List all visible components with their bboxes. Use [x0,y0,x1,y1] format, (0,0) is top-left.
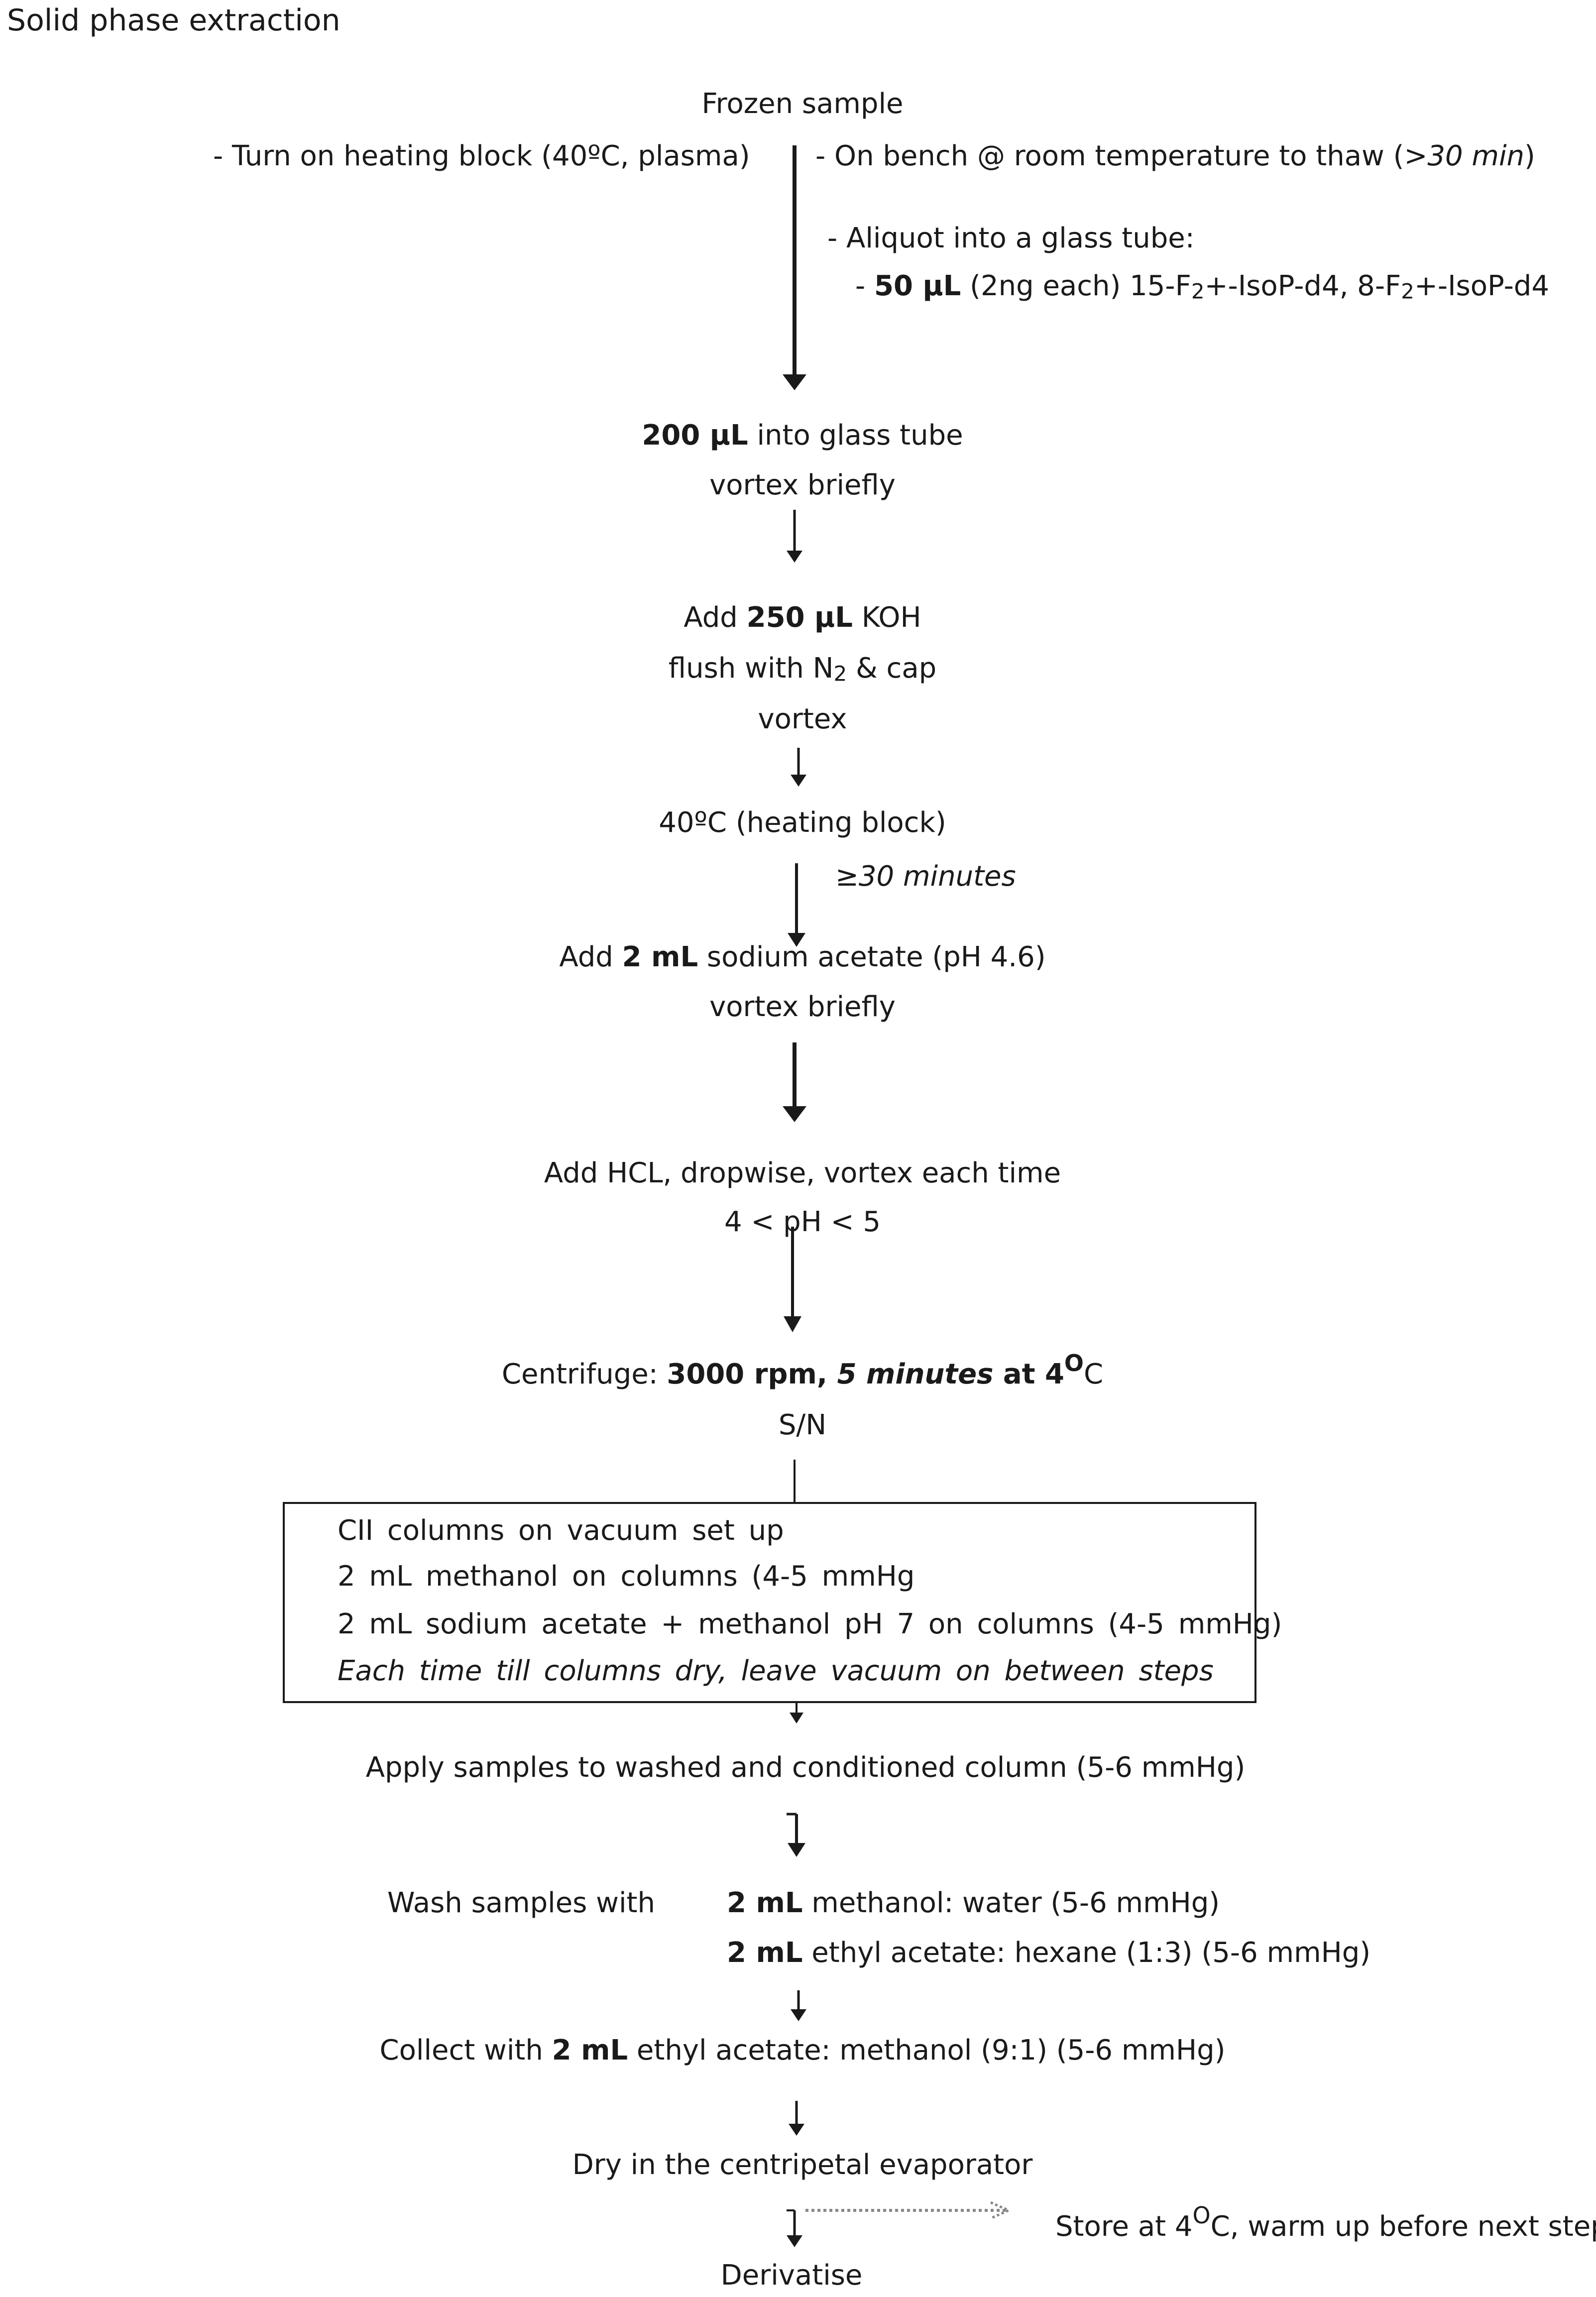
step-heating: 40ºC (heating block) [659,806,946,839]
step-koh: Add 250 μL KOH [684,601,921,634]
step-apply-samples: Apply samples to washed and conditioned … [365,1751,1246,1784]
arrow-to-derivatise [787,2209,802,2247]
step-centrifuge: Centrifuge: 3000 rpm, 5 minutes at 4OC [501,1349,1104,1390]
step-sodium-acetate: Add 2 mL sodium acetate (pH 4.6) [559,941,1046,973]
step-supernatant: S/N [778,1409,827,1441]
step-sodium-acetate-vortex: vortex briefly [709,991,896,1023]
box-instructions: Each time till columns dry, leave vacuum… [338,1655,1214,1687]
arrow-to-koh [787,510,802,563]
arrow-to-hcl [783,1042,806,1122]
step-wash-label: Wash samples with [387,1887,655,1919]
note-store: Store at 4OC, warm up before next step [1055,2201,1596,2243]
note-heating-block: - Turn on heating block (40ºC, plasma) [213,140,750,172]
arrow-to-dry [789,2101,804,2136]
box-methanol: 2 mL methanol on columns (4-5 mmHg [338,1560,915,1593]
step-koh-flush: flush with N2 & cap [668,652,937,686]
step-dry: Dry in the centripetal evaporator [572,2149,1033,2181]
column-conditioning-box [283,1502,1256,1703]
step-wash-ethyl-hexane: 2 mL ethyl acetate: hexane (1:3) (5-6 mm… [727,1937,1371,1969]
note-internal-standards: - 50 μL (2ng each) 15-F2+-IsoP-d4, 8-F2+… [855,270,1549,304]
step-200ul-vortex: vortex briefly [709,469,896,501]
arrow-to-heating [791,748,806,787]
note-aliquot: - Aliquot into a glass tube: [827,222,1195,254]
arrow-incubation [788,863,805,947]
box-columns-setup: CII columns on vacuum set up [338,1514,784,1547]
arrow-thaw [783,145,806,390]
note-thaw: - On bench @ room temperature to thaw (>… [815,140,1535,172]
step-derivatise: Derivatise [720,2259,863,2292]
box-sodium-acetate-methanol: 2 mL sodium acetate + methanol pH 7 on c… [338,1608,1282,1640]
step-collect: Collect with 2 mL ethyl acetate: methano… [379,2034,1226,2067]
dotted-arrow-to-store [805,2201,1012,2220]
arrow-box-to-apply [790,1703,803,1723]
arrow-to-centrifuge [784,1227,801,1332]
step-frozen-sample: Frozen sample [701,88,904,120]
note-incubation-time: ≥30 minutes [835,860,1016,893]
arrow-to-collect [791,1990,806,2021]
step-koh-vortex: vortex [758,703,847,735]
page-title: Solid phase extraction [7,3,341,38]
step-ph-range: 4 < pH < 5 [724,1206,881,1238]
step-200ul: 200 μL into glass tube [642,419,963,452]
step-hcl: Add HCL, dropwise, vortex each time [544,1157,1061,1189]
step-wash-methanol-water: 2 mL methanol: water (5-6 mmHg) [727,1887,1220,1919]
arrow-to-wash [787,1813,805,1857]
